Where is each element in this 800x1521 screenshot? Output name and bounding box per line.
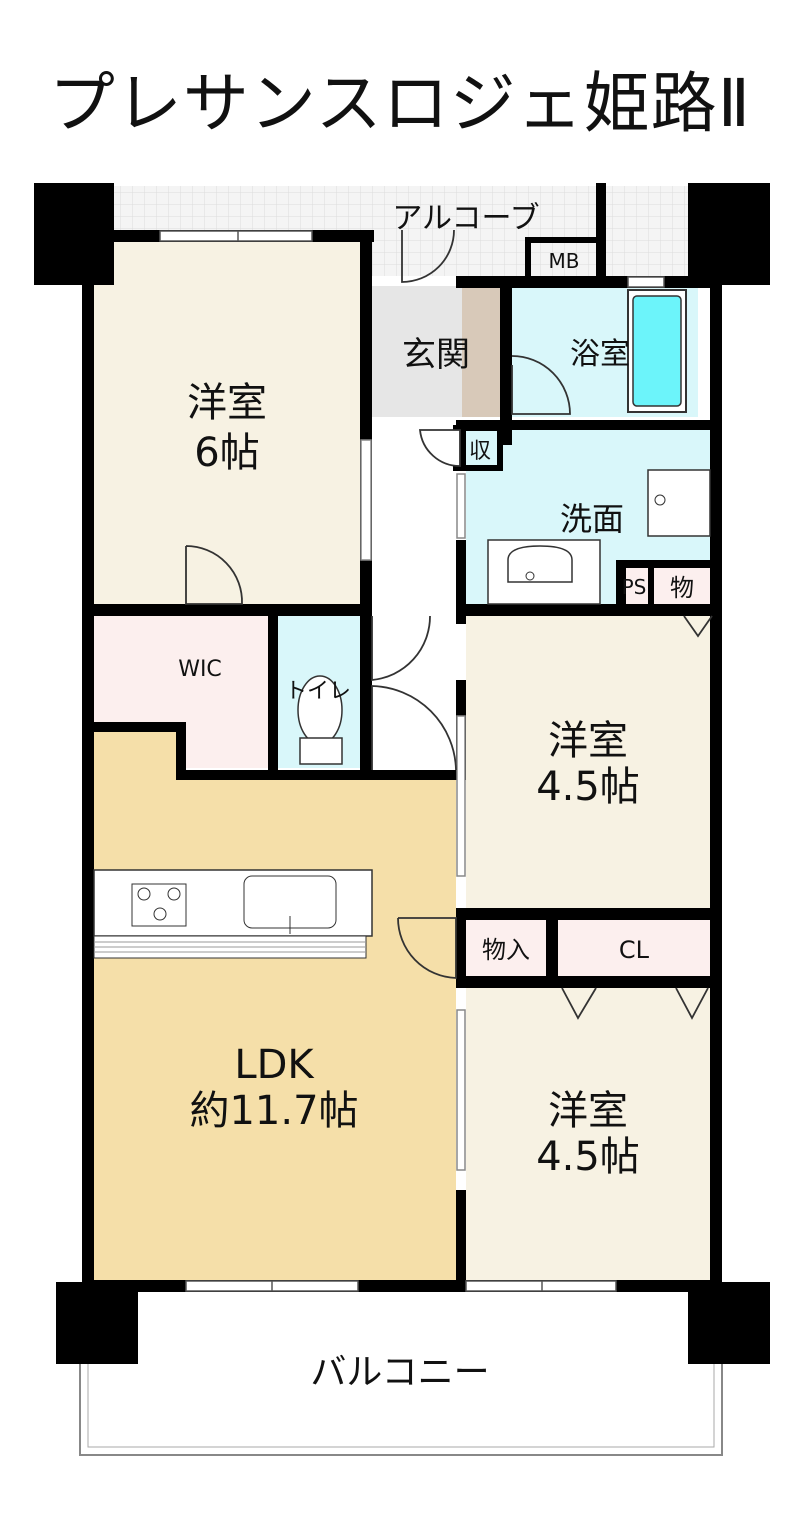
room-ldk-fill [92, 732, 456, 1280]
sliding-doors [360, 439, 466, 1171]
western-45-upper-name: 洋室 [548, 718, 628, 764]
washroom-label: 洗面 [560, 500, 624, 538]
ldk-size: 約11.7帖 [189, 1088, 358, 1134]
room-labels: 洋室 6帖 玄関 浴室 洗面 収 MB アルコーブ PS 物 WIC トイレ 洋… [178, 201, 694, 1393]
entrance-step [462, 285, 500, 417]
closet-fill [558, 918, 710, 978]
entrance-label: 玄関 [402, 335, 470, 375]
storage-mono-label: 物 [670, 574, 694, 602]
bathtub [627, 289, 687, 413]
ldk-name: LDK [234, 1042, 315, 1088]
room-entrance-fill [372, 285, 464, 417]
room-wic-fill [92, 616, 268, 768]
closet-label: CL [619, 936, 650, 964]
ps-fill [622, 566, 648, 608]
bath-label: 浴室 [570, 337, 630, 372]
western-45-lower-name: 洋室 [548, 1088, 628, 1134]
western-45-lower-size: 4.5帖 [536, 1134, 640, 1180]
room-western-45-lower-fill [466, 988, 712, 1280]
kitchen-counter [93, 869, 373, 959]
toilet-label: トイレ [285, 679, 351, 704]
walls [34, 183, 770, 1364]
storage-mono-fill [652, 566, 710, 608]
alcove-label: アルコーブ [392, 201, 539, 236]
storage-mono-iri-fill [466, 918, 546, 978]
storage-mono-iri-label: 物入 [482, 936, 530, 964]
western-45-upper-size: 4.5帖 [536, 764, 640, 810]
toilet-fixture [297, 675, 343, 765]
ps-label: PS [622, 575, 647, 599]
western-6-name: 洋室 [187, 380, 267, 426]
balcony-label: バルコニー [310, 1352, 489, 1393]
room-western-45-upper-fill [466, 616, 712, 908]
property-title: プレサンスロジェ姫路Ⅱ [48, 65, 752, 142]
wic-label: WIC [178, 657, 222, 682]
western-6-size: 6帖 [194, 430, 259, 476]
mb-label: MB [549, 249, 580, 273]
room-western-6-fill [92, 238, 362, 606]
washing-machine-pan [647, 469, 711, 537]
door-swings [185, 229, 713, 1020]
storage-small-label: 収 [469, 439, 491, 464]
wash-basin [487, 539, 601, 605]
